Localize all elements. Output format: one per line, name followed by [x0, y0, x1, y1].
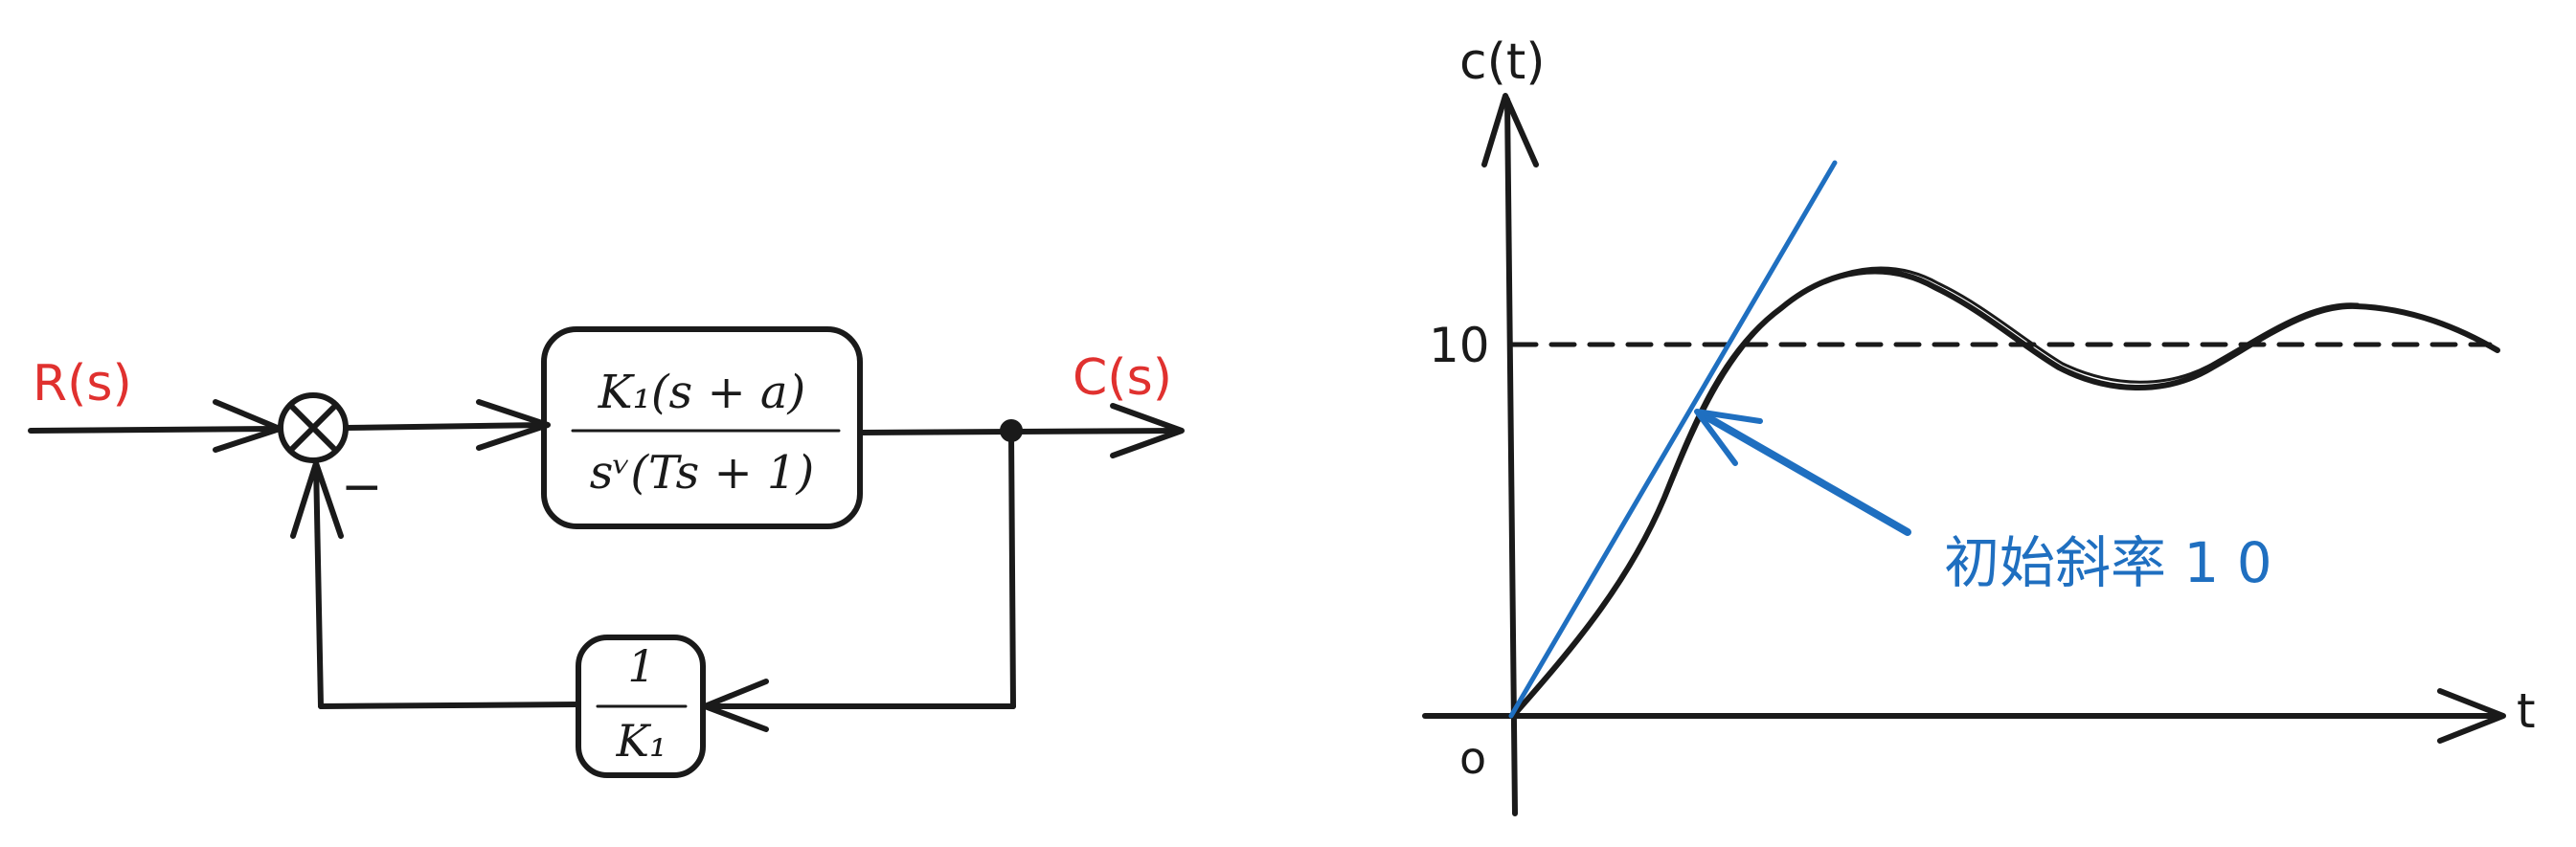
annotation-arrowhead	[1694, 409, 1763, 466]
error-arrowhead	[476, 399, 551, 451]
input-signal-line	[28, 426, 281, 434]
feedback-left-line	[318, 702, 581, 709]
initial-slope-tangent	[1508, 160, 1838, 719]
forward-numerator: K₁(s + a)	[598, 366, 806, 419]
input-label: R(s)	[33, 355, 132, 412]
response-plot	[1422, 93, 2506, 816]
x-axis-arrowhead	[2437, 688, 2506, 744]
forward-block	[541, 326, 863, 529]
feedback-arrowhead	[290, 460, 344, 539]
summing-junction-cross	[287, 402, 339, 454]
output-arrowhead	[1110, 403, 1185, 458]
x-axis-label: t	[2517, 683, 2536, 739]
forward-denominator: sᵛ(Ts + 1)	[590, 446, 814, 500]
response-curve-trace	[1513, 266, 2360, 714]
feedback-sign: −	[341, 458, 383, 516]
feedback-denominator: K₁	[616, 715, 667, 767]
error-signal-line	[343, 422, 549, 431]
feedback-numerator: 1	[627, 640, 655, 692]
block-diagram	[28, 326, 1185, 778]
input-arrowhead	[213, 399, 282, 453]
y-axis-label: c(t)	[1459, 33, 1546, 91]
annotation-arrow-shaft	[1697, 410, 1911, 536]
feedback-down-line	[1008, 430, 1016, 709]
feedback-up-line	[313, 460, 324, 709]
origin-label: o	[1459, 732, 1486, 784]
y-axis-arrowhead	[1481, 93, 1539, 167]
output-label: C(s)	[1073, 349, 1172, 407]
annotation-label: 初始斜率 1 0	[1944, 530, 2272, 595]
steady-state-value-label: 10	[1429, 318, 1490, 373]
response-curve	[1510, 268, 2500, 719]
y-axis	[1504, 97, 1518, 816]
